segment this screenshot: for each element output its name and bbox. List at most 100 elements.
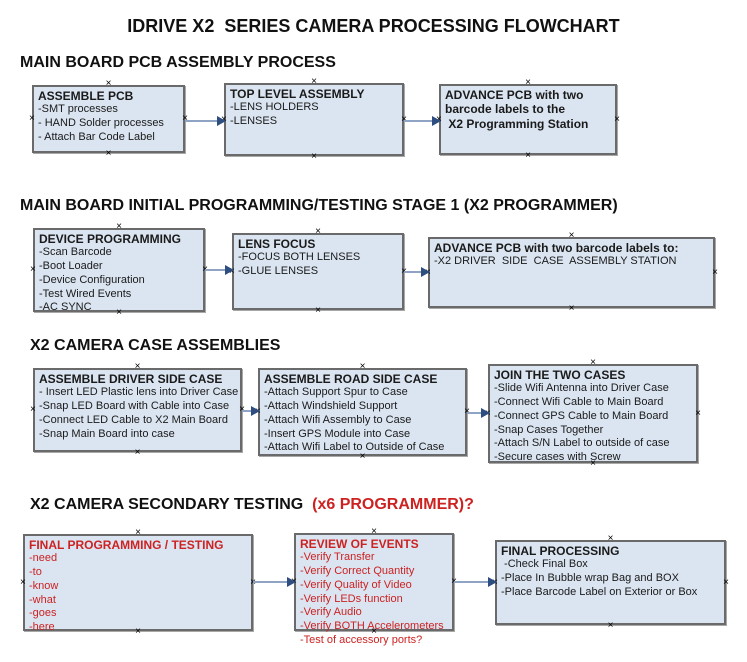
flow-box-device-programming: DEVICE PROGRAMMING -Scan Barcode-Boot Lo…: [30, 222, 208, 318]
connection-anchor-icon: ×: [723, 576, 729, 588]
box-line: -Verify Audio: [300, 606, 362, 619]
box-title: TOP LEVEL ASSEMBLY: [230, 87, 365, 101]
box-lines: -need-to-know-what-goes-here: [29, 552, 247, 635]
box-title: ADVANCE PCB with two barcode labels to:: [434, 241, 679, 255]
box-title: DEVICE PROGRAMMING: [39, 232, 182, 246]
section-heading-red-text: (x6 PROGRAMMER)?: [307, 496, 474, 513]
flow-box-lens-focus: LENS FOCUS -FOCUS BOTH LENSES-GLUE LENSE…: [229, 227, 407, 316]
box-lines: -Scan Barcode-Boot Loader-Device Configu…: [39, 246, 199, 315]
connection-anchor-icon: ×: [134, 361, 141, 372]
box-line: -AC SYNC: [39, 301, 92, 314]
connection-anchor-icon: ×: [116, 221, 122, 232]
box-line: -Verify BOTH Accelerometers: [300, 620, 444, 633]
box-lines: - Insert LED Plastic lens into Driver Ca…: [39, 386, 238, 441]
connector-arrow: [404, 116, 441, 126]
connection-anchor-icon: ×: [401, 113, 407, 125]
section-heading-case-assemblies: X2 CAMERA CASE ASSEMBLIES: [30, 337, 280, 355]
flow-box-assemble-pcb: ASSEMBLE PCB -SMT processes- HAND Solder…: [29, 79, 188, 159]
box-line: -here: [29, 621, 55, 634]
connector-arrow: [454, 577, 497, 587]
arrowhead-icon: [481, 408, 490, 418]
connection-anchor-icon: ×: [525, 77, 531, 88]
box-line: -Connect LED Cable to X2 Main Board: [39, 413, 228, 426]
box-line: -FOCUS BOTH LENSES: [238, 251, 361, 264]
connector-arrow: [185, 116, 226, 126]
box-line: -LENS HOLDERS: [230, 101, 319, 114]
arrowhead-icon: [287, 577, 296, 587]
connection-anchor-icon: ×: [105, 78, 112, 89]
section-heading-pcb-assembly: MAIN BOARD PCB ASSEMBLY PROCESS: [20, 54, 336, 72]
connection-anchor-icon: ×: [116, 307, 122, 318]
connection-anchor-icon: ×: [315, 305, 321, 316]
connection-anchor-icon: ×: [371, 526, 377, 537]
box-line: -Insert GPS Module into Case: [264, 427, 411, 440]
box-line: -GLUE LENSES: [238, 265, 319, 278]
flow-box-final-programming-testing: FINAL PROGRAMMING / TESTING -need-to-kno…: [20, 528, 256, 637]
connection-anchor-icon: ×: [30, 264, 36, 275]
connection-anchor-icon: ×: [20, 576, 26, 588]
box-line: -X2 DRIVER SIDE CASE ASSEMBLY STATION: [434, 255, 677, 268]
box-line: -LENSES: [230, 115, 278, 128]
connector-arrow: [404, 267, 430, 277]
section-heading-text: X2 CAMERA CASE ASSEMBLIES: [30, 337, 281, 354]
connection-anchor-icon: ×: [311, 76, 317, 87]
connection-anchor-icon: ×: [607, 533, 614, 544]
box-line: -Boot Loader: [39, 260, 103, 273]
box-line: -Verify Correct Quantity: [300, 565, 415, 578]
connection-anchor-icon: ×: [359, 451, 366, 462]
box-lines: -LENS HOLDERS-LENSES: [230, 101, 398, 129]
box-line: -goes: [29, 607, 57, 620]
flow-box-advance-pcb-programming-station: ADVANCE PCB with two barcode labels to t…: [436, 78, 620, 161]
flow-box-advance-pcb-driver-side-station: ADVANCE PCB with two barcode labels to: …: [425, 231, 718, 314]
box-line: -Device Configuration: [39, 273, 145, 286]
connection-anchor-icon: ×: [105, 148, 112, 159]
box-line: -Snap LED Board with Cable into Case: [39, 400, 230, 413]
box-line: -know: [29, 579, 59, 592]
flow-box-join-two-cases: JOIN THE TWO CASES -Slide Wifi Antenna i…: [485, 358, 701, 469]
box-line: -Place Barcode Label on Exterior or Box: [501, 585, 698, 598]
connector-arrow: [242, 406, 260, 416]
box-title: ASSEMBLE DRIVER SIDE CASE: [39, 372, 223, 386]
arrowhead-icon: [225, 265, 234, 275]
section-heading-text: MAIN BOARD INITIAL PROGRAMMING/TESTING S…: [20, 197, 618, 214]
connection-anchor-icon: ×: [134, 447, 141, 458]
connection-anchor-icon: ×: [135, 626, 141, 637]
connector-arrow: [467, 408, 490, 418]
connection-anchor-icon: ×: [30, 404, 36, 415]
box-line: -Scan Barcode: [39, 246, 112, 259]
box-line: -Check Final Box: [501, 558, 588, 571]
box-lines: -Check Final Box-Place In Bubble wrap Ba…: [501, 558, 720, 599]
connection-anchor-icon: ×: [590, 458, 596, 469]
box-lines: -X2 DRIVER SIDE CASE ASSEMBLY STATION: [434, 255, 709, 269]
box-lines: -Verify Transfer-Verify Correct Quantity…: [300, 551, 448, 647]
connection-anchor-icon: ×: [29, 113, 35, 124]
arrowhead-icon: [217, 116, 226, 126]
connection-anchor-icon: ×: [315, 226, 321, 237]
box-line: -Snap Main Board into case: [39, 427, 175, 440]
box-line: - HAND Solder processes: [38, 117, 164, 130]
flow-box-review-of-events: REVIEW OF EVENTS -Verify Transfer-Verify…: [291, 527, 457, 646]
box-lines: -FOCUS BOTH LENSES-GLUE LENSES: [238, 251, 398, 279]
section-heading-secondary-testing: X2 CAMERA SECONDARY TESTING (x6 PROGRAMM…: [30, 496, 474, 514]
connection-anchor-icon: ×: [182, 113, 188, 124]
box-title: JOIN THE TWO CASES: [494, 368, 626, 382]
connection-anchor-icon: ×: [135, 527, 141, 538]
box-line: -Slide Wifi Antenna into Driver Case: [494, 382, 669, 395]
connection-anchor-icon: ×: [695, 407, 701, 419]
box-line: -Connect Wifi Cable to Main Board: [494, 396, 664, 409]
page-title: IDRIVE X2 SERIES CAMERA PROCESSING FLOWC…: [127, 16, 620, 36]
box-line: -Attach Windshield Support: [264, 400, 398, 413]
box-line: -what: [29, 593, 56, 606]
box-line: -to: [29, 566, 42, 579]
arrowhead-icon: [432, 116, 441, 126]
box-line: -Attach S/N Label to outside of case: [494, 437, 670, 450]
connection-anchor-icon: ×: [311, 151, 317, 162]
connection-anchor-icon: ×: [568, 230, 575, 241]
connection-anchor-icon: ×: [359, 361, 366, 372]
connection-anchor-icon: ×: [590, 357, 596, 368]
arrowhead-icon: [251, 406, 260, 416]
connection-anchor-icon: ×: [464, 406, 470, 417]
arrowhead-icon: [488, 577, 497, 587]
box-line: -Place In Bubble wrap Bag and BOX: [501, 572, 679, 585]
